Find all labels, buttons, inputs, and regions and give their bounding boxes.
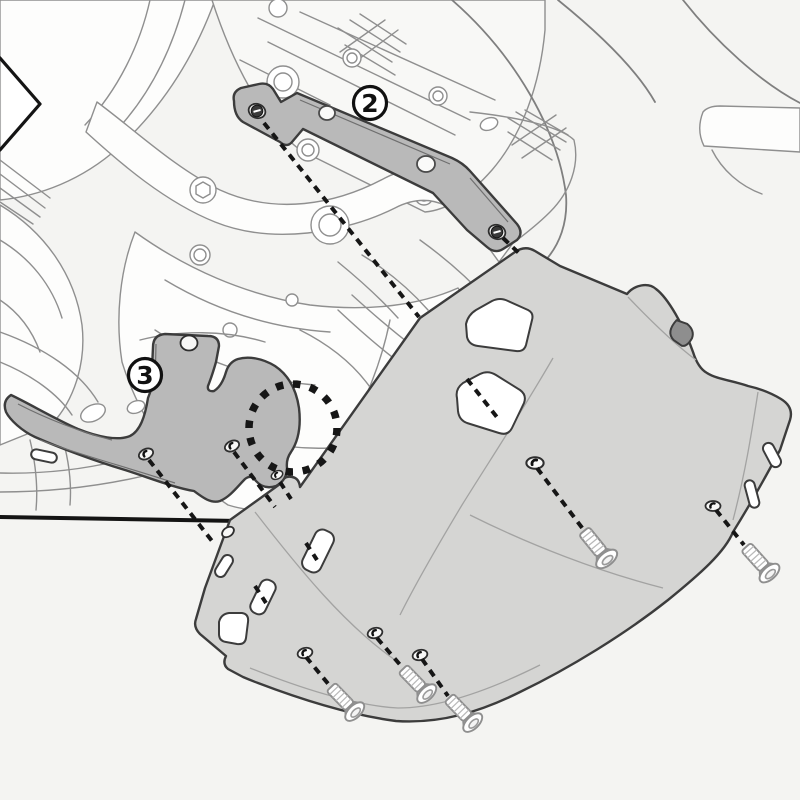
alignment-line — [278, 480, 293, 501]
side-slot — [743, 479, 761, 509]
plate-screw-hole — [524, 455, 546, 471]
alignment-line — [232, 450, 277, 509]
bracket-3-slot — [30, 448, 58, 464]
callout-3: 3 — [126, 356, 164, 394]
alignment-dash-lines — [147, 121, 746, 698]
skid-plate — [193, 247, 793, 723]
alignment-line — [147, 458, 214, 543]
countersunk-screw — [736, 537, 784, 587]
callout-3-circle — [126, 356, 164, 394]
hex-bolt — [189, 176, 217, 204]
plate-cutout — [214, 553, 234, 579]
callout-2-circle — [351, 84, 389, 122]
rubber-pad — [669, 319, 694, 347]
callout-2-number: 2 — [361, 89, 378, 118]
alignment-line — [375, 636, 404, 669]
bracket-2-hole — [416, 155, 436, 173]
plate-screw-hole — [704, 499, 722, 513]
alignment-line — [465, 377, 502, 423]
rear-swingarm-wheel — [451, 0, 800, 263]
plate-cutout — [218, 612, 250, 646]
plate-cutout — [455, 371, 526, 435]
alignment-line — [501, 236, 524, 258]
side-slot — [761, 441, 783, 469]
alignment-line — [714, 508, 746, 547]
bolt-head — [268, 0, 288, 18]
front-fairing — [0, 0, 216, 511]
bracket-3-hole — [179, 334, 199, 352]
alignment-line — [262, 121, 421, 319]
fairing-vent-wedge — [2, 60, 40, 150]
plate-hole — [221, 525, 235, 539]
plate-cutout — [465, 298, 534, 353]
callout-2: 2 — [351, 84, 389, 122]
rear-hugger — [699, 105, 800, 153]
bracket-2-hole — [318, 105, 336, 121]
alignment-line — [304, 541, 319, 562]
alignment-line — [304, 655, 332, 688]
alignment-line — [253, 584, 268, 605]
dotted-circle-marker — [245, 380, 341, 476]
callout-3-number: 3 — [136, 361, 153, 390]
